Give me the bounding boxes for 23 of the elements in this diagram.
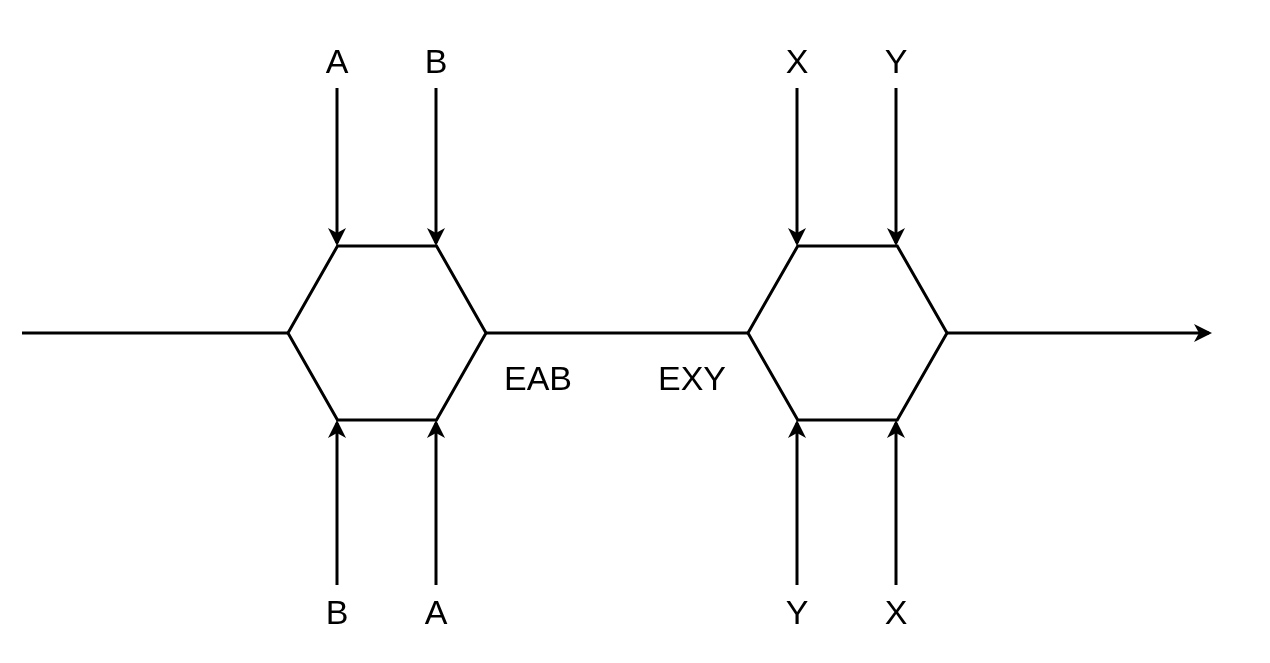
text-label: A (424, 595, 448, 629)
arrow (328, 420, 346, 585)
text-label: X (884, 595, 908, 629)
text-label: B (424, 44, 448, 78)
arrow (328, 88, 346, 246)
text-label: Y (884, 44, 908, 78)
text-label: B (325, 595, 349, 629)
arrow (788, 420, 806, 585)
text-label: EXY (658, 361, 726, 395)
text-label: EAB (504, 361, 572, 395)
connector-line (486, 331, 748, 335)
arrow (887, 88, 905, 246)
arrow (427, 88, 445, 246)
arrow (788, 88, 806, 246)
connector-line (22, 331, 288, 335)
arrow (947, 324, 1212, 342)
arrow (427, 420, 445, 585)
hexagon-shape (284, 242, 490, 424)
hexagon-shape (744, 242, 951, 424)
text-label: X (785, 44, 809, 78)
text-label: A (325, 44, 349, 78)
arrow (887, 420, 905, 585)
text-label: Y (785, 595, 809, 629)
